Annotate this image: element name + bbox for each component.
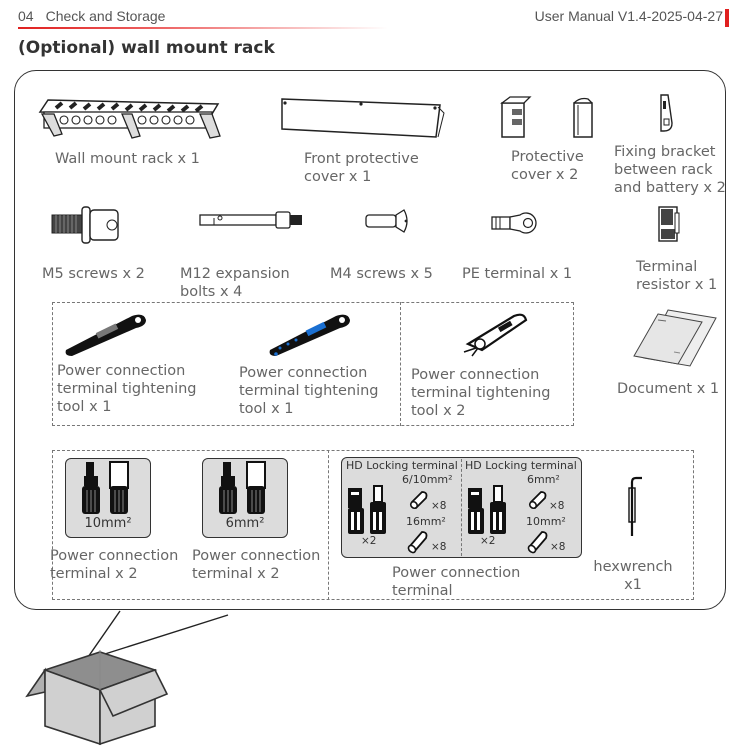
group-divider: [328, 450, 329, 600]
hexwrench-icon: [628, 476, 642, 536]
pv-connector-6mm-icon: [219, 461, 266, 514]
hd-right-title: HD Locking terminal: [465, 459, 577, 472]
label-line: resistor x 1: [636, 277, 718, 293]
label-line: Power connection: [392, 565, 521, 581]
section-number: 04: [18, 8, 34, 24]
group-divider: [400, 302, 401, 426]
hd-right-size-a: 6mm²: [527, 473, 560, 486]
terminal-10mm-size: 10mm²: [84, 516, 132, 531]
ferrule-icon: [527, 531, 548, 554]
pe-terminal-icon: [491, 212, 537, 234]
m4-screws-label: M4 screws x 5: [330, 266, 433, 282]
m4-screw-icon: [365, 209, 408, 233]
label-line: terminal tightening: [239, 383, 379, 399]
hd-right-qty-b: ×8: [550, 541, 566, 553]
label-line: tool x 2: [411, 403, 466, 419]
protective-cover-icon: [500, 96, 593, 138]
pe-terminal-label: PE terminal x 1: [462, 266, 573, 282]
label-line: Fixing bracket: [614, 144, 716, 160]
terminal-10mm-label: Power connection terminal x 2: [50, 547, 178, 583]
section-header: 04 Check and Storage: [18, 8, 165, 24]
label-line: Power connection: [239, 365, 368, 381]
m5-screw-icon: [51, 206, 119, 244]
hd-left-qty-a: ×8: [431, 500, 447, 512]
label-line: Power connection: [57, 363, 186, 379]
label-line: cover x 1: [304, 169, 372, 185]
header-underline: [18, 27, 388, 29]
hd-right-qty-a: ×8: [549, 500, 565, 512]
label-line: and battery x 2: [614, 180, 726, 196]
hd-terminal-label: Power connection terminal: [392, 564, 520, 600]
tightening-tool-black-icon: [65, 314, 146, 356]
hd-right-size-b: 10mm²: [526, 515, 566, 528]
tightening-tool-blue-icon: [269, 314, 350, 356]
terminal-6mm-box: [202, 458, 288, 538]
m12-expansion-bolts-label: M12 expansion bolts x 4: [180, 265, 290, 301]
page-title: (Optional) wall mount rack: [18, 38, 275, 58]
manual-version: User Manual V1.4-2025-04-27: [534, 8, 723, 24]
ferrule-icon: [407, 531, 428, 554]
label-line: Terminal: [636, 259, 698, 275]
label-line: terminal tightening: [411, 385, 551, 401]
label-line: Front protective: [304, 151, 419, 167]
hd-divider: [461, 459, 462, 556]
tightening-tools-group: [52, 302, 574, 426]
label-line: terminal x 2: [192, 566, 280, 582]
document-icon: [633, 309, 717, 367]
label-line: hexwrench: [593, 559, 673, 575]
hexwrench-label: hexwrench x1: [593, 558, 673, 594]
hd-left-qty-b: ×8: [431, 541, 447, 553]
accent-bar: [725, 9, 729, 27]
tightening-tool-b-label: Power connection terminal tightening too…: [239, 364, 379, 418]
m5-screws-label: M5 screws x 2: [42, 266, 145, 282]
front-protective-cover-icon: [281, 98, 445, 138]
label-line: M12 expansion: [180, 266, 290, 282]
tightening-tool-c-label: Power connection terminal tightening too…: [411, 366, 551, 420]
label-line: between rack: [614, 162, 713, 178]
terminal-resistor-label: Terminal resistor x 1: [636, 258, 717, 294]
power-terminals-group: [52, 450, 694, 600]
front-protective-cover-label: Front protective cover x 1: [304, 150, 419, 186]
fixing-bracket-icon: [660, 94, 673, 132]
label-line: terminal tightening: [57, 381, 197, 397]
tightening-tool-small-icon: [463, 313, 528, 357]
terminal-resistor-icon: [658, 206, 680, 242]
label-line: Power connection: [50, 548, 179, 564]
label-line: x1: [624, 577, 642, 593]
terminal-6mm-label: Power connection terminal x 2: [192, 547, 320, 583]
hd-right-qty-conn: ×2: [480, 535, 496, 547]
wall-mount-rack-icon: [38, 99, 221, 139]
package-contents-frame: [14, 70, 726, 610]
section-title: Check and Storage: [45, 8, 166, 24]
label-line: Power connection: [411, 367, 540, 383]
label-line: cover x 2: [511, 167, 579, 183]
protective-cover-label: Protective cover x 2: [511, 148, 584, 184]
label-line: Power connection: [192, 548, 321, 564]
pv-connector-10mm-icon: [82, 461, 129, 514]
hd-left-size-a: 6/10mm²: [402, 473, 453, 486]
tightening-tool-a-label: Power connection terminal tightening too…: [57, 362, 197, 416]
terminal-6mm-size: 6mm²: [225, 516, 265, 531]
label-line: tool x 1: [57, 399, 112, 415]
wall-mount-rack-label: Wall mount rack x 1: [55, 151, 200, 167]
hd-left-connector-icon: [348, 485, 386, 534]
label-line: Protective: [511, 149, 584, 165]
label-line: tool x 1: [239, 401, 294, 417]
hd-left-qty-conn: ×2: [361, 535, 377, 547]
fixing-bracket-label: Fixing bracket between rack and battery …: [614, 143, 726, 197]
label-line: terminal: [392, 583, 453, 599]
hd-right-connector-icon: [468, 485, 506, 534]
package-box-icon: [25, 650, 169, 746]
hd-left-title: HD Locking terminal: [346, 459, 458, 472]
hd-left-size-b: 16mm²: [406, 515, 446, 528]
label-line: terminal x 2: [50, 566, 138, 582]
ferrule-icon: [409, 491, 428, 510]
ferrule-icon: [528, 491, 547, 510]
label-line: bolts x 4: [180, 284, 243, 300]
document-label: Document x 1: [617, 381, 720, 397]
m12-expansion-bolt-icon: [199, 211, 302, 229]
terminal-10mm-box: [65, 458, 151, 538]
